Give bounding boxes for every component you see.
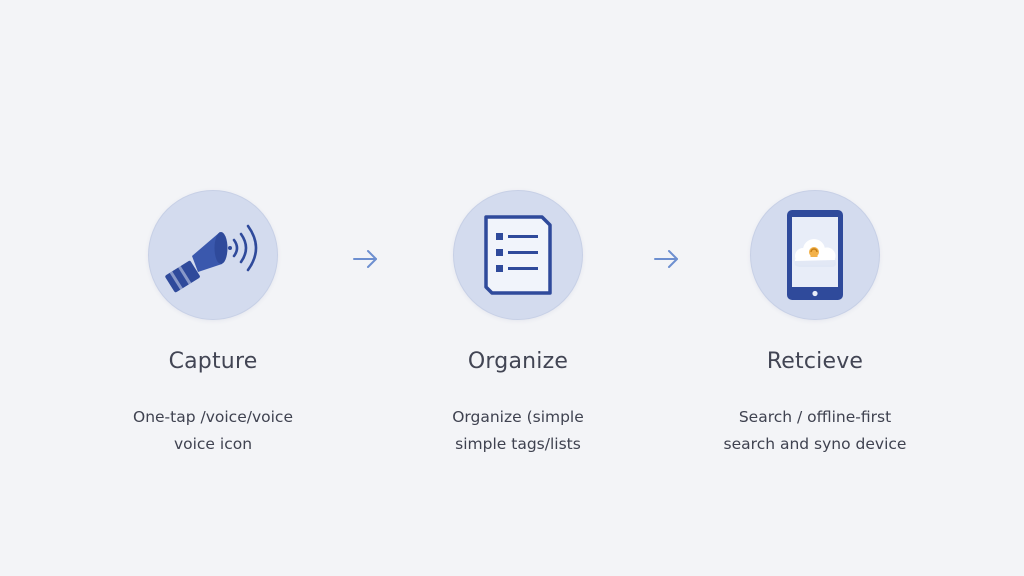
step-title: Organize xyxy=(467,349,569,374)
megaphone-voice-icon xyxy=(165,224,258,293)
step-description-line: One-tap /voice/voice xyxy=(133,408,293,426)
step-description-line: voice icon xyxy=(173,435,253,453)
step-description: Organize (simple simple tags/lists xyxy=(452,404,584,458)
step-organize: Organize Organize (simple simple tags/li… xyxy=(388,190,648,458)
checklist-document-icon xyxy=(484,215,552,295)
step-description-line: Search / offline-first xyxy=(738,408,892,426)
arrow-right-icon xyxy=(654,250,678,268)
capture-icon-circle xyxy=(148,190,278,320)
phone-cloud-sync-icon xyxy=(787,210,843,300)
retrieve-icon-circle xyxy=(750,190,880,320)
step-description-line: search and syno device xyxy=(723,435,907,453)
step-title: Retcieve xyxy=(766,349,864,374)
step-description: Search / offline-first search and syno d… xyxy=(724,404,907,458)
step-description: One-tap /voice/voice voice icon xyxy=(133,404,293,458)
step-title: Capture xyxy=(168,349,258,374)
step-description-line: Organize (simple xyxy=(452,408,584,426)
arrow-right-icon xyxy=(353,250,377,268)
step-description-line: simple tags/lists xyxy=(455,435,581,453)
organize-icon-circle xyxy=(453,190,583,320)
step-capture: Capture One-tap /voice/voice voice icon xyxy=(83,190,343,458)
step-retrieve: Retcieve Search / offline-first search a… xyxy=(685,190,945,458)
